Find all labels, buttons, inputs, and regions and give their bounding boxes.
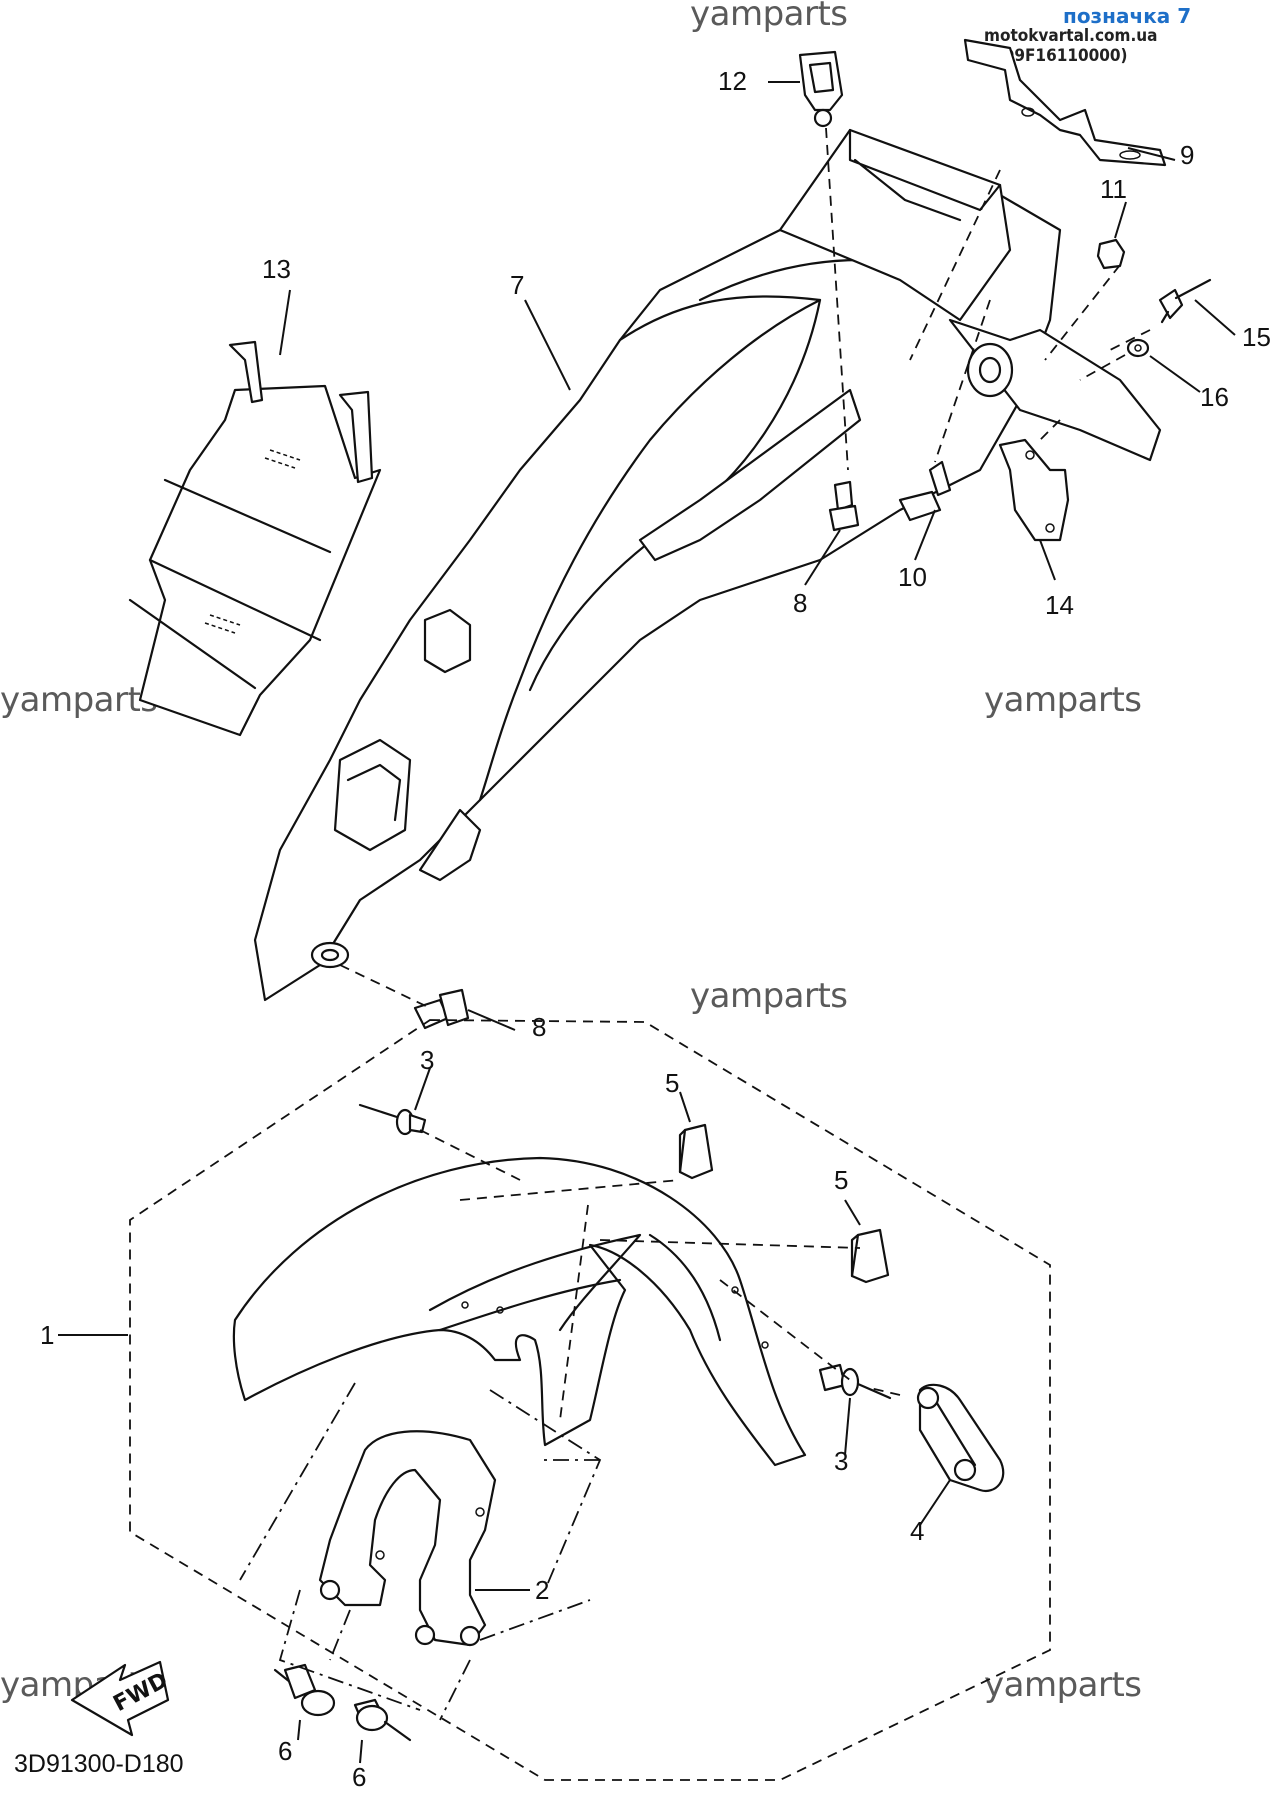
bolt-6-right — [353, 1698, 412, 1742]
callout-8-lower: 8 — [532, 1012, 547, 1042]
washer-16 — [1126, 338, 1150, 358]
leader-lines — [58, 81, 1236, 1764]
front-fender-kit-outline — [129, 1019, 1051, 1781]
callout-1: 1 — [40, 1320, 55, 1350]
rivet-3-lower — [818, 1363, 892, 1400]
watermark: yamparts — [690, 0, 848, 34]
block-5-lower — [850, 1228, 890, 1284]
watermark: yamparts — [690, 976, 848, 1016]
callout-10: 10 — [898, 562, 927, 592]
callout-5-lower: 5 — [834, 1165, 849, 1195]
bolt-6-left — [273, 1663, 336, 1717]
rear-fender-7 — [253, 128, 1162, 1002]
callout-5-upper: 5 — [665, 1068, 680, 1098]
callout-13: 13 — [262, 254, 291, 284]
stay-2 — [318, 1430, 497, 1647]
header-source: motokvartal.com.ua (3D9F16110000) — [984, 26, 1158, 66]
front-fender-1 — [232, 1156, 807, 1467]
callout-3-upper: 3 — [420, 1045, 435, 1075]
plate-14 — [998, 438, 1070, 542]
clip-12 — [798, 50, 844, 128]
rivet-15 — [1158, 278, 1212, 324]
callout-6-left: 6 — [278, 1736, 293, 1766]
callout-4: 4 — [910, 1516, 925, 1546]
callout-9: 9 — [1180, 140, 1195, 170]
bolt-8-upper — [828, 480, 860, 532]
callout-6-right: 6 — [352, 1762, 367, 1792]
diagram-code: 3D91300-D180 — [14, 1750, 184, 1778]
watermark: yamparts — [0, 680, 158, 720]
header-title: позначка 7 — [1063, 4, 1192, 28]
bolt-10 — [898, 460, 952, 522]
watermark: yamparts — [984, 680, 1142, 720]
grommet-4 — [916, 1383, 1005, 1493]
callout-16: 16 — [1200, 382, 1229, 412]
fwd-arrow-icon — [70, 1660, 170, 1737]
bracket-9 — [963, 38, 1167, 167]
watermark: yamparts — [984, 1665, 1142, 1705]
callout-3-lower: 3 — [834, 1446, 849, 1476]
callout-2: 2 — [535, 1575, 550, 1605]
mud-flap-13 — [128, 340, 382, 737]
callout-11: 11 — [1100, 174, 1127, 204]
nut-11 — [1096, 238, 1126, 270]
callout-15: 15 — [1242, 322, 1271, 352]
callout-7: 7 — [510, 270, 525, 300]
callout-12: 12 — [718, 66, 747, 96]
block-5-upper — [678, 1123, 714, 1180]
callout-14: 14 — [1045, 590, 1074, 620]
bolt-8-lower — [413, 988, 470, 1030]
callout-8-upper: 8 — [793, 588, 808, 618]
